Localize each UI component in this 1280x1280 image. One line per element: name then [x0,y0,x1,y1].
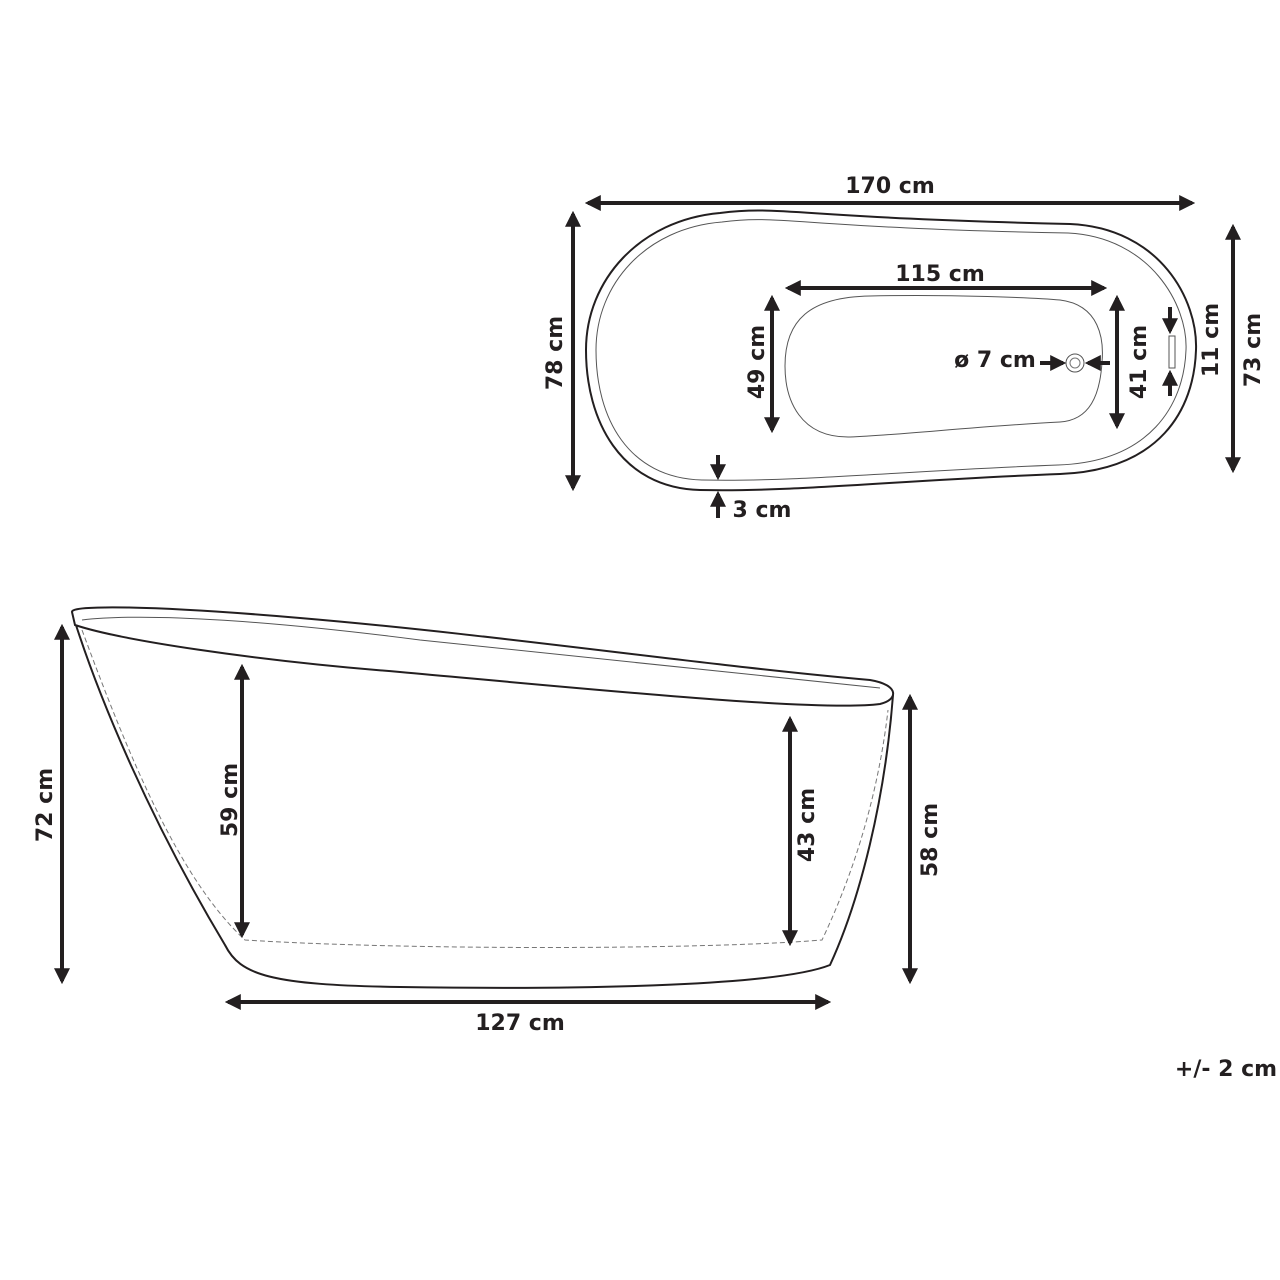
top-view: 170 cm 78 cm 115 cm 49 cm 41 cm 73 cm 11… [543,174,1266,523]
label-drain: ø 7 cm [954,348,1036,373]
drain-icon [1065,353,1085,373]
label-115: 115 cm [895,262,985,287]
label-3: 3 cm [733,498,792,523]
label-170: 170 cm [845,174,935,199]
label-78: 78 cm [543,316,568,390]
label-49: 49 cm [745,325,770,399]
side-view: 72 cm 59 cm 43 cm 58 cm 127 cm [33,606,943,1036]
label-73: 73 cm [1241,313,1266,387]
label-59: 59 cm [218,763,243,837]
label-127: 127 cm [475,1011,565,1036]
tolerance-note: +/- 2 cm [1175,1057,1277,1082]
label-43: 43 cm [795,788,820,862]
label-41: 41 cm [1127,325,1152,399]
label-58: 58 cm [918,803,943,877]
tub-outline-side [74,621,894,989]
overflow-icon [1168,335,1176,369]
tub-outline-top [584,209,1198,492]
basin-outline [784,294,1103,438]
tub-rim-side [70,606,894,707]
label-11: 11 cm [1199,303,1224,377]
tub-rim-inner [595,219,1187,481]
label-72: 72 cm [33,768,58,842]
inner-basin-dashed [81,629,889,948]
